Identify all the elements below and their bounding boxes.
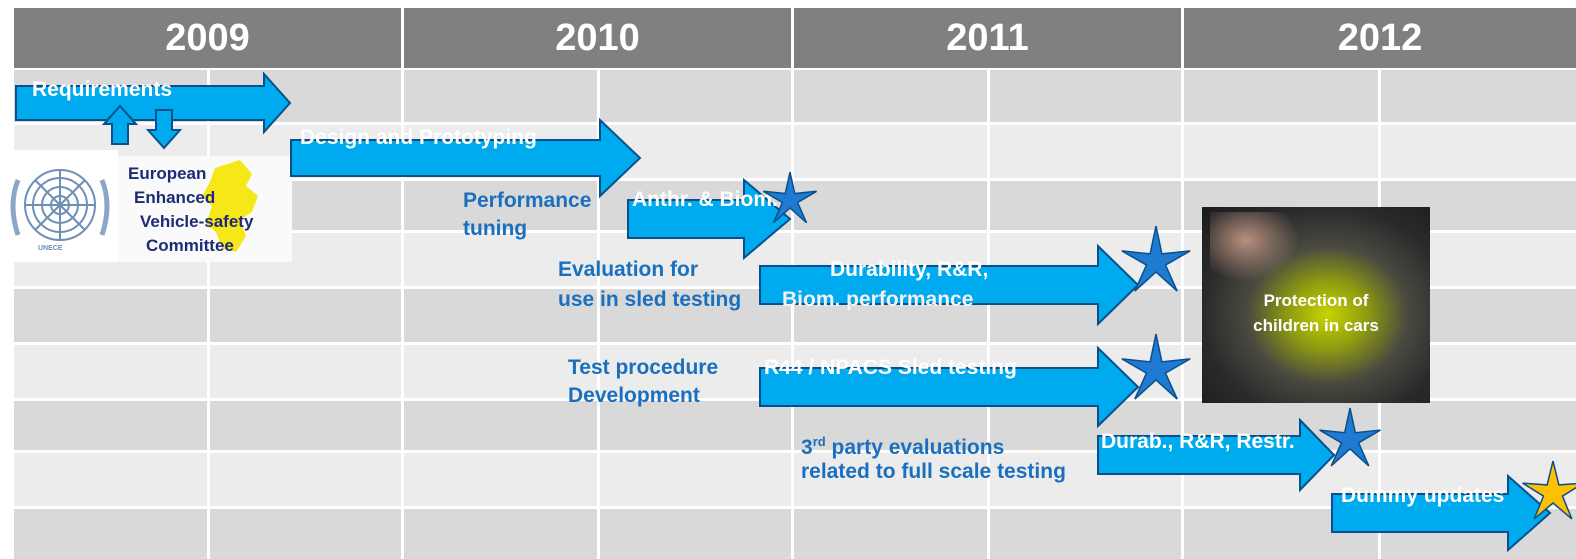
grid-line xyxy=(1181,70,1184,559)
note-third-party: related to full scale testing xyxy=(801,460,1066,483)
phase-durability: Durability, R&R, xyxy=(830,258,989,281)
committee-line: Committee xyxy=(146,236,234,255)
grid-line xyxy=(14,342,1576,345)
note-performance: tuning xyxy=(463,217,528,240)
grid-line xyxy=(597,70,600,559)
grid-line xyxy=(14,450,1576,453)
grid-line xyxy=(14,122,1576,125)
grid-line xyxy=(14,230,1576,233)
photo-caption: Protection of xyxy=(1263,291,1369,310)
committee-line: Vehicle-safety xyxy=(140,212,254,231)
note-third-sup: rd xyxy=(812,434,826,449)
phase-dummy: Dummy updates xyxy=(1341,484,1505,507)
phase-design: Design and Prototyping xyxy=(300,126,537,149)
grid-line xyxy=(401,70,404,559)
committee-line: European xyxy=(128,164,207,183)
note-evaluation: Evaluation for xyxy=(558,258,699,281)
phase-durab: Durab., R&R, Restr. xyxy=(1101,430,1295,453)
note-third-text: party evaluations xyxy=(825,436,1005,459)
phase-durability-sub: Biom. performance xyxy=(782,288,974,311)
photo-caption: children in cars xyxy=(1253,316,1379,335)
grid-line xyxy=(791,70,794,559)
year-header: 2010 xyxy=(404,8,791,68)
year-header: 2011 xyxy=(794,8,1181,68)
committee-line: Enhanced xyxy=(134,188,216,207)
phase-r44: R44 / NPACS Sled testing xyxy=(764,356,1017,379)
note-third-number: 3 xyxy=(801,436,813,459)
phase-requirements: Requirements xyxy=(32,78,173,101)
photo-highlight xyxy=(1210,212,1300,282)
note-performance: Performance xyxy=(463,189,592,212)
grid-line xyxy=(14,506,1576,509)
year-header: 2009 xyxy=(14,8,401,68)
note-evaluation: use in sled testing xyxy=(558,288,742,311)
note-test-procedure: Development xyxy=(568,384,700,407)
emblem-caption: UNECE xyxy=(38,245,63,252)
phase-anthr: Anthr. & Biom. xyxy=(632,188,778,211)
year-header: 2012 xyxy=(1184,8,1576,68)
note-third-party: 3rd party evaluations xyxy=(801,428,1004,462)
grid-line xyxy=(207,70,210,559)
note-test-procedure: Test procedure xyxy=(568,356,719,379)
